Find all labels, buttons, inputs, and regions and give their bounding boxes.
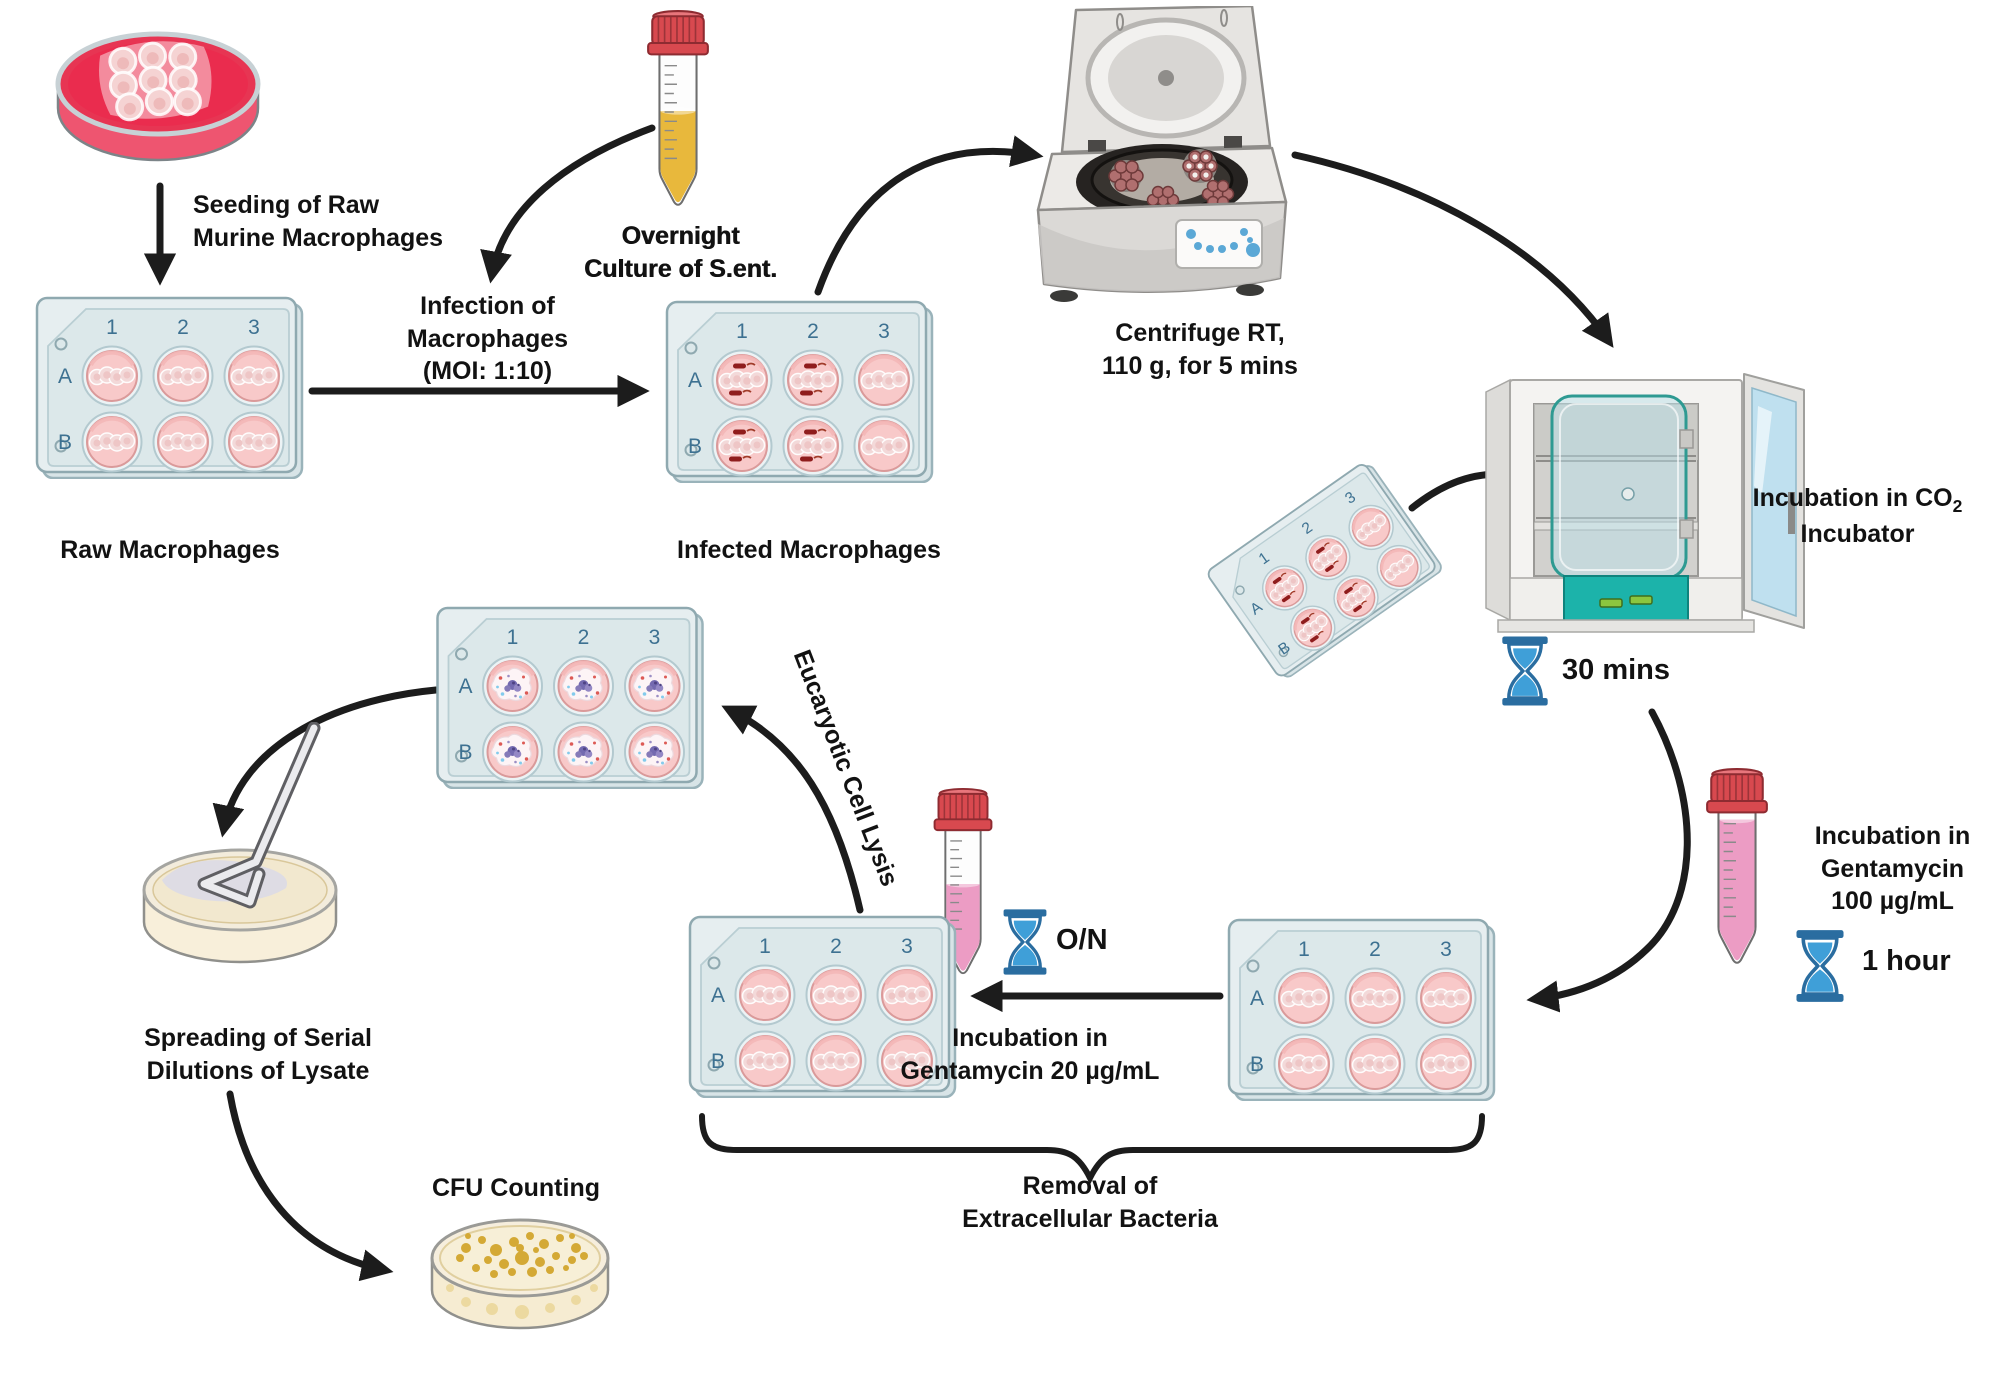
falcon-tube-overnight-culture	[640, 8, 716, 219]
infected-macrophages-label: Infected Macrophages	[677, 536, 941, 564]
plate-column-label: 2	[177, 316, 189, 339]
incubator-control-panel	[1563, 575, 1689, 627]
well-infected	[784, 351, 843, 410]
plate-column-label: 3	[878, 320, 890, 343]
overnight-culture-label: Overnight Culture of S.ent.	[583, 222, 778, 283]
plate-column-label: 3	[901, 935, 913, 958]
well-plate-raw: 1 2 3 A B	[35, 296, 304, 484]
well-plate-gentamycin-20: 1 2 3 A B	[688, 915, 957, 1103]
co2-incubator	[1478, 372, 1808, 639]
cell-lysis-label: Eucaryotic Cell Lysis	[787, 646, 904, 891]
plate-row-label: B	[1250, 1053, 1264, 1076]
brace-removal	[699, 1113, 1485, 1185]
gentamycin-20-label: Incubation in Gentamycin 20 µg/mL	[900, 1024, 1160, 1085]
plate-row-label: A	[58, 365, 72, 388]
well	[1346, 1035, 1405, 1094]
plate-column-label: 3	[1440, 938, 1452, 961]
rotor-tube-buckets	[1108, 149, 1235, 209]
timer-1hour-label: 1 hour	[1862, 945, 1951, 977]
arrow-to-cfu	[226, 1090, 394, 1282]
well	[225, 413, 284, 472]
centrifuge	[1028, 4, 1288, 311]
well	[1275, 969, 1334, 1028]
well-lysed	[554, 723, 613, 782]
well	[83, 413, 142, 472]
macrophage-sheet	[98, 41, 212, 122]
well-plate-gentamycin-100: 1 2 3 A B	[1227, 918, 1496, 1106]
arrow-to-gentamycin-plate	[1526, 708, 1691, 1013]
well	[1275, 1035, 1334, 1094]
plate-column-label: 1	[759, 935, 771, 958]
well-lysed	[625, 657, 684, 716]
well	[1346, 969, 1405, 1028]
spreading-label: Spreading of Serial Dilutions of Lysate	[144, 1024, 372, 1085]
well	[154, 347, 213, 406]
arrow-to-centrifuge	[814, 135, 1044, 296]
well	[1417, 969, 1476, 1028]
well-plate-lysed: 1 2 3 A B	[435, 606, 705, 794]
well-lysed	[483, 657, 542, 716]
well-infected	[713, 417, 772, 476]
plate-row-label: A	[1250, 987, 1264, 1010]
plate-column-label: 1	[106, 316, 118, 339]
well	[225, 347, 284, 406]
plate-column-label: 3	[248, 316, 260, 339]
timer-on-label: O/N	[1056, 924, 1108, 956]
plate-row-label: B	[58, 431, 72, 454]
centrifuge-label: Centrifuge RT, 110 g, for 5 mins	[1102, 319, 1298, 380]
hourglass-icon-30min	[1500, 634, 1550, 711]
colonies	[456, 1232, 588, 1278]
arrow-to-incubator	[1291, 151, 1614, 348]
plate-column-label: 1	[507, 626, 519, 649]
well	[83, 347, 142, 406]
plate-column-label: 2	[830, 935, 842, 958]
plate-column-label: 2	[578, 626, 590, 649]
plate-row-label: B	[688, 435, 702, 458]
well-infected	[784, 417, 843, 476]
plate-row-label: A	[711, 984, 725, 1007]
well	[807, 1032, 866, 1091]
removal-label: Removal of Extracellular Bacteria	[962, 1172, 1218, 1233]
seeding-label: Seeding of Raw Murine Macrophages	[193, 191, 444, 252]
incubator-glass-door	[1550, 394, 1688, 580]
well-plate-infected: 1 2 3 A B	[665, 300, 934, 488]
co2-incubator-label: Incubation in CO2 Incubator	[1752, 484, 1963, 548]
well	[878, 966, 937, 1025]
plate-row-label: B	[458, 741, 472, 764]
plate-row-label: B	[711, 1050, 725, 1073]
well-lysed	[483, 723, 542, 782]
well	[154, 413, 213, 472]
plate-row-label: A	[688, 369, 702, 392]
timer-30min-label: 30 mins	[1562, 654, 1670, 686]
well-lysed	[554, 657, 613, 716]
plate-column-label: 2	[1369, 938, 1381, 961]
falcon-tube-gentamycin-100	[1698, 766, 1776, 977]
plate-column-label: 1	[736, 320, 748, 343]
gentamycin-100-label: Incubation in Gentamycin 100 µg/mL	[1814, 822, 1971, 915]
well	[855, 417, 914, 476]
hourglass-icon-1hour	[1794, 928, 1846, 1007]
petri-dish-spreading	[128, 721, 352, 1012]
well-infected	[713, 351, 772, 410]
well-plate-tilted: 1 2 3 A B	[1204, 457, 1449, 687]
well	[855, 351, 914, 410]
plate-row-label: A	[458, 675, 472, 698]
well-lysed	[625, 723, 684, 782]
well	[736, 966, 795, 1025]
cfu-counting-label: CFU Counting	[431, 1174, 600, 1202]
well	[807, 966, 866, 1025]
incubator-open-door	[1743, 373, 1805, 629]
plate-column-label: 3	[649, 626, 661, 649]
petri-dish-cfu	[426, 1206, 614, 1351]
well	[736, 1032, 795, 1091]
hourglass-icon-on	[1001, 907, 1049, 981]
plate-column-label: 1	[1298, 938, 1310, 961]
plate-column-label: 2	[807, 320, 819, 343]
raw-macrophages-label: Raw Macrophages	[60, 536, 280, 564]
infection-label: Infection of Macrophages (MOI: 1:10)	[406, 292, 569, 385]
well	[1417, 1035, 1476, 1094]
centrifuge-control-panel	[1175, 219, 1263, 269]
colonies-side	[446, 1284, 598, 1319]
petri-dish-seeding	[50, 8, 265, 188]
